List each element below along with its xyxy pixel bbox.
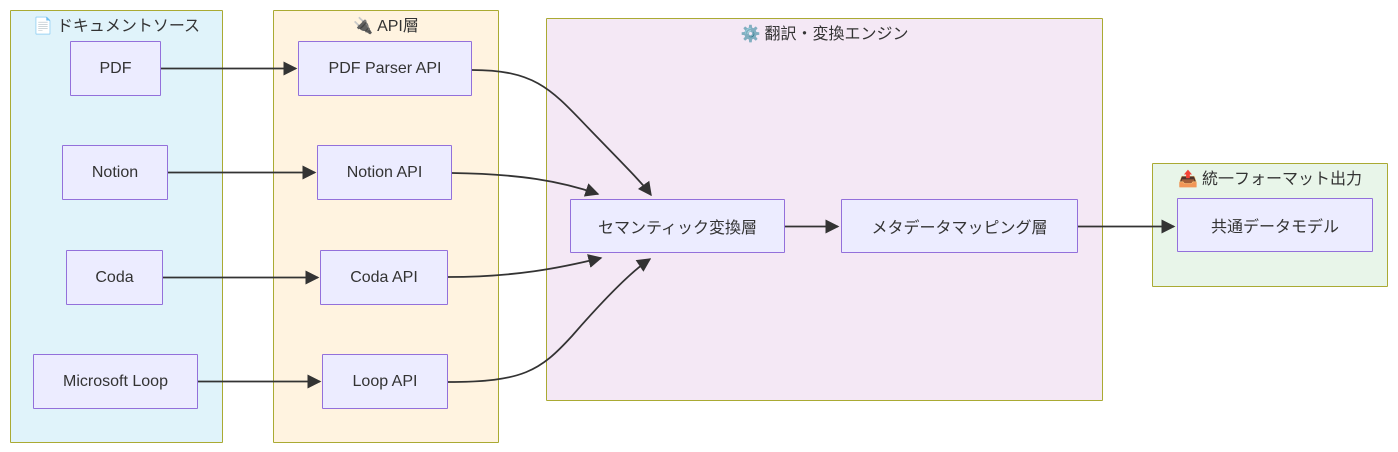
node-semantic-layer: セマンティック変換層 (570, 199, 785, 253)
node-label: Coda API (350, 268, 418, 286)
node-label: Microsoft Loop (63, 372, 168, 390)
node-loop-api: Loop API (322, 354, 448, 409)
node-pdf-parser-api: PDF Parser API (298, 41, 472, 96)
cluster-label: 翻訳・変換エンジン (764, 26, 909, 43)
node-label: メタデータマッピング層 (871, 220, 1048, 237)
node-notion: Notion (62, 145, 168, 200)
node-label: Loop API (352, 372, 418, 390)
node-notion-api: Notion API (317, 145, 452, 200)
cluster-label: API層 (377, 18, 419, 35)
node-label: PDF (99, 59, 132, 77)
gear-icon: ⚙️ (740, 26, 761, 43)
node-label: 共通データモデル (1210, 219, 1339, 236)
cluster-label: ドキュメントソース (56, 18, 201, 35)
page-icon: 📄 (32, 18, 53, 35)
cluster-label: 統一フォーマット出力 (1201, 171, 1362, 188)
cluster-title-engine: ⚙️翻訳・変換エンジン (547, 23, 1102, 47)
outbox-tray-icon: 📤 (1178, 171, 1198, 188)
node-label: Notion API (346, 163, 423, 181)
node-coda-api: Coda API (320, 250, 448, 305)
node-label: Coda (95, 268, 134, 286)
cluster-title-api-layer: 🔌API層 (274, 15, 498, 39)
node-coda: Coda (66, 250, 163, 305)
node-common-data-model: 共通データモデル (1177, 198, 1373, 252)
plug-icon: 🔌 (353, 18, 374, 35)
node-pdf: PDF (70, 41, 161, 96)
node-label: PDF Parser API (328, 59, 442, 77)
node-metadata-mapping: メタデータマッピング層 (841, 199, 1078, 253)
node-label: セマンティック変換層 (597, 220, 758, 237)
node-label: Notion (91, 163, 139, 181)
node-microsoft-loop: Microsoft Loop (33, 354, 198, 409)
cluster-title-doc-sources: 📄ドキュメントソース (11, 15, 222, 39)
cluster-title-output: 📤統一フォーマット出力 (1153, 168, 1387, 192)
